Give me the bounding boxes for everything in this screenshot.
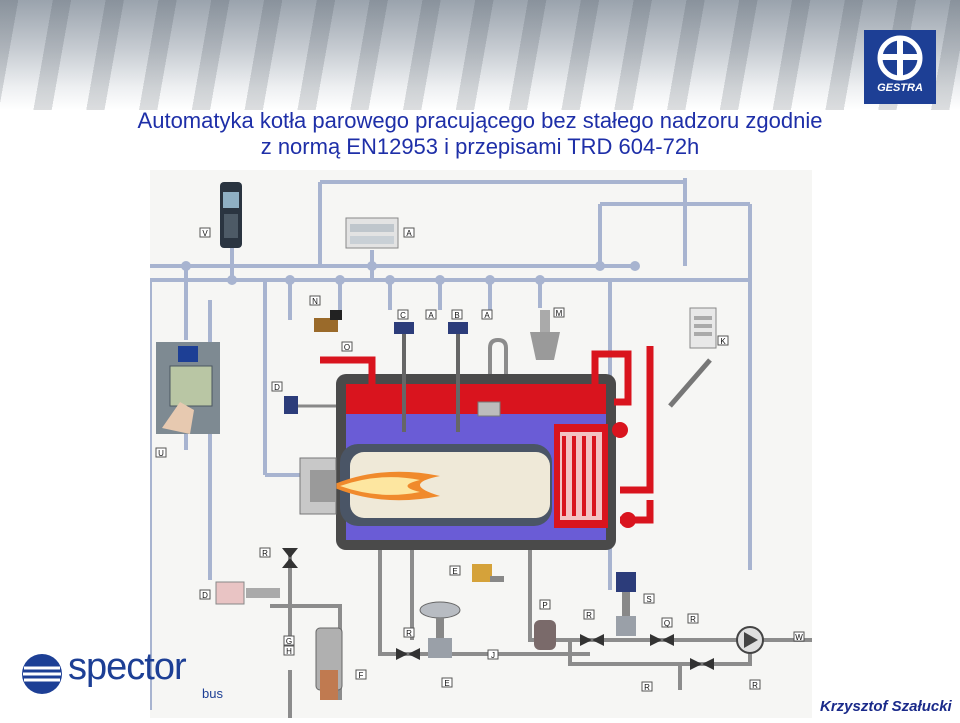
sensor-d xyxy=(284,396,336,414)
spector-logo-bus: bus xyxy=(202,686,223,701)
safety-valve xyxy=(530,310,560,360)
label-w: W xyxy=(793,631,805,642)
boiler-schematic: V A N C A B A M O K D U R E D P R S Q R … xyxy=(148,178,812,718)
title-line-1: Automatyka kotła parowego pracującego be… xyxy=(137,108,823,133)
svg-text:P: P xyxy=(542,601,547,610)
svg-text:U: U xyxy=(158,449,164,458)
solenoid-n xyxy=(314,310,342,332)
label-e-upper: E xyxy=(449,565,461,576)
filter-p xyxy=(534,620,556,650)
gestra-emblem-icon xyxy=(877,35,923,81)
component-labels: V A N C A B A M O K D U R E D P R S Q R … xyxy=(155,227,805,692)
boiler xyxy=(330,374,616,550)
svg-text:R: R xyxy=(406,629,412,638)
svg-text:C: C xyxy=(400,311,406,320)
label-r-6: R xyxy=(749,679,761,690)
author-name: Krzysztof Szałucki xyxy=(820,698,952,715)
label-r-1: R xyxy=(259,547,271,558)
operator-panel xyxy=(156,342,220,434)
svg-text:A: A xyxy=(406,229,412,238)
level-probes xyxy=(394,322,508,432)
spector-globe-icon xyxy=(22,654,62,694)
label-s: S xyxy=(643,593,655,604)
control-unit-k xyxy=(689,307,717,349)
burner xyxy=(299,457,337,515)
svg-text:S: S xyxy=(646,595,651,604)
label-c: C xyxy=(397,309,409,320)
label-r-5: R xyxy=(641,681,653,692)
svg-text:D: D xyxy=(274,383,280,392)
svg-text:E: E xyxy=(452,567,457,576)
regulator-e xyxy=(472,564,504,582)
label-j: J xyxy=(487,649,499,660)
label-q: Q xyxy=(661,617,673,628)
label-o: O xyxy=(341,341,353,352)
control-valve-s xyxy=(616,572,636,636)
svg-text:K: K xyxy=(720,337,726,346)
svg-text:V: V xyxy=(202,229,208,238)
label-m: M xyxy=(553,307,565,318)
label-k: K xyxy=(717,335,729,346)
svg-text:E: E xyxy=(444,679,449,688)
svg-text:G: G xyxy=(286,637,292,646)
label-a-1: A xyxy=(425,309,437,320)
svg-text:R: R xyxy=(644,683,650,692)
label-h: H xyxy=(283,645,295,656)
label-e-lower: E xyxy=(441,677,453,688)
label-n: N xyxy=(309,295,321,306)
svg-text:M: M xyxy=(556,309,563,318)
svg-text:R: R xyxy=(752,681,758,690)
svg-text:F: F xyxy=(359,671,364,680)
control-valve-e xyxy=(419,601,461,658)
svg-text:Q: Q xyxy=(664,619,670,628)
svg-text:B: B xyxy=(454,311,459,320)
label-r-2: R xyxy=(583,609,595,620)
header-banner xyxy=(0,0,960,110)
svg-text:A: A xyxy=(484,311,490,320)
gestra-logo: GESTRA xyxy=(864,30,936,104)
svg-text:H: H xyxy=(286,647,292,656)
banner-texture xyxy=(0,0,960,110)
svg-text:R: R xyxy=(586,611,592,620)
title-line-2: z normą EN12953 i przepisami TRD 604-72h xyxy=(260,134,700,159)
actuator-d xyxy=(215,581,280,605)
label-p: P xyxy=(539,599,551,610)
spector-logo: spector bus xyxy=(20,646,240,701)
boiler-diagram: V A N C A B A M O K D U R E D P R S Q R … xyxy=(148,170,812,718)
label-a-top: A xyxy=(403,227,415,238)
mobile-phone-icon xyxy=(220,182,242,248)
svg-text:R: R xyxy=(262,549,268,558)
label-g: G xyxy=(283,635,295,646)
svg-text:A: A xyxy=(428,311,434,320)
label-a-2: A xyxy=(481,309,493,320)
label-r-4: R xyxy=(403,627,415,638)
blowdown-vessel xyxy=(315,627,343,700)
label-d-upper: D xyxy=(271,381,283,392)
steam-junction xyxy=(612,422,628,438)
svg-text:O: O xyxy=(344,343,350,352)
temperature-sensor xyxy=(668,358,712,408)
label-f: F xyxy=(355,669,367,680)
svg-text:J: J xyxy=(491,651,495,660)
label-d-lower: D xyxy=(199,589,211,600)
label-r-3: R xyxy=(687,613,699,624)
feed-pump xyxy=(736,626,764,654)
svg-text:R: R xyxy=(690,615,696,624)
label-u: U xyxy=(155,447,167,458)
steam-junction-lower xyxy=(620,512,636,528)
page-title: Automatyka kotła parowego pracującego be… xyxy=(40,108,920,160)
label-v: V xyxy=(199,227,211,238)
gestra-logo-text: GESTRA xyxy=(877,82,923,94)
svg-text:D: D xyxy=(202,591,208,600)
svg-text:W: W xyxy=(795,633,803,642)
label-b: B xyxy=(451,309,463,320)
valves xyxy=(282,548,714,670)
control-unit-a xyxy=(345,217,399,249)
svg-text:N: N xyxy=(312,297,318,306)
spector-logo-word: spector xyxy=(68,646,187,688)
bus-nodes xyxy=(181,261,640,285)
